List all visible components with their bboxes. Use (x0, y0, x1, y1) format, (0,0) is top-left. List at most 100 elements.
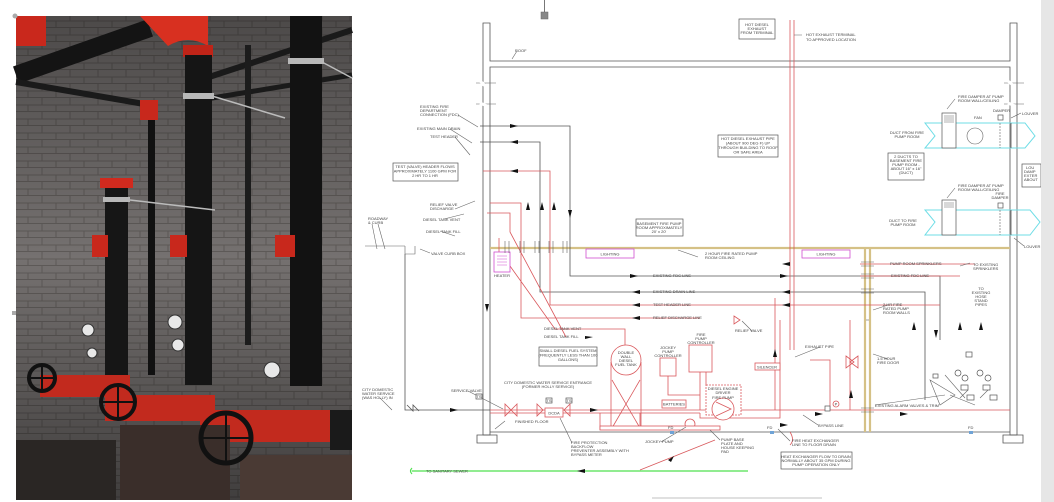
rotate-handle[interactable] (540, 0, 549, 20)
note-ducts: (DUCT) (899, 170, 913, 175)
note-exhaust-pipe: THROUGH BUILDING TO ROOF (718, 145, 778, 150)
note-exhaust-pipe: OR SAFE AREA (733, 150, 763, 155)
label-lighting: LIGHTING (601, 252, 620, 257)
building-structure (365, 22, 1024, 444)
label-fire-damper-small: FIRE (995, 191, 1004, 196)
label-ts: TS (566, 398, 571, 403)
label-backflow: FIRE PROTECTION (571, 440, 608, 445)
label-roof: ROOF (515, 48, 527, 53)
label-test-line: TEST HEADER LINE (653, 302, 691, 307)
label-test-header: TEST HEADER (430, 134, 458, 139)
label-pump-base: PLATE AND (721, 441, 743, 446)
label-hose: EXISTING (972, 290, 991, 295)
label-duct-to: DUCT TO FIRE (889, 218, 917, 223)
note-exhaust-terminal: FROM TERMINAL (740, 30, 774, 35)
note-exhaust-pipe: (ABOUT 900 DEG F) UP (726, 141, 770, 146)
label-fire-damper: FIRE DAMPER AT PUMP (958, 183, 1004, 188)
label-exhaust-terminal: HOT EXHAUST TERMINAL (806, 32, 856, 37)
label-ceiling: 2 HOUR FIRE RATED PUMP (705, 251, 758, 256)
label-dcda: DCDA (548, 411, 560, 416)
resize-handle-left[interactable] (12, 311, 16, 315)
note-fuel: GALLONS) (558, 357, 579, 362)
note-basement: ROOM APPROXIMATELY (636, 225, 683, 230)
label-ts: TS (476, 394, 481, 399)
label-curb-box: VALVE CURB BOX (431, 251, 466, 256)
label-to-sprinklers: SPRINKLERS (973, 266, 999, 271)
label-jockey-controller: CONTROLLER (654, 353, 681, 358)
label-fire-damper: FIRE DAMPER AT PUMP (958, 94, 1004, 99)
label-tank-vent: DIESEL TANK VENT (423, 217, 461, 222)
label-finished-floor: FINISHED FLOOR (515, 419, 549, 424)
note-louver-cut: LOU (1026, 165, 1034, 170)
label-relief-discharge: DISCHARGE (430, 206, 454, 211)
resize-handle-top-left[interactable] (12, 13, 18, 19)
note-hx: PUMP OPERATION ONLY (792, 462, 840, 467)
note-fuel: (FREQUENTLY LESS THAN 100 (539, 353, 599, 358)
note-test-header: TEST (VALVE) HEADER FLOWS (395, 164, 455, 169)
label-pump-sprinklers: PUMP ROOM SPRINKLERS (890, 261, 942, 266)
label-fd: FD (767, 425, 772, 430)
label-louver: LOUVER (1024, 244, 1041, 249)
label-damper: DAMPER (993, 108, 1010, 113)
note-basement: 20' x 20' (652, 229, 667, 234)
label-p: P (835, 402, 838, 407)
label-bypass: BYPASS LINE (818, 423, 844, 428)
label-fan: FAN (974, 115, 982, 120)
note-fuel: SMALL DIESEL FUEL SYSTEM (540, 348, 597, 353)
label-city-entrance: CITY DOMESTIC WATER SERVICE ENTRANCE (504, 380, 592, 385)
label-hose: TO (978, 286, 983, 291)
label-fdc: DEPARTMENT (420, 108, 448, 113)
label-fire-controller: FIRE (696, 332, 705, 337)
vertical-scrollbar[interactable] (1041, 0, 1054, 502)
label-silencer: SILENCER (757, 365, 777, 370)
label-jockey-pump: JOCKEY PUMP (645, 439, 674, 444)
note-exhaust-terminal: HOT DIESEL (745, 22, 769, 27)
note-test-header: 2 HR TO 1 HR (412, 173, 438, 178)
label-pump-base: PUMP BASE (721, 437, 745, 442)
label-fuel-tank: FUEL TANK (615, 362, 637, 367)
label-fuel-tank: WALL (621, 354, 633, 359)
fire-pump-room-diagram: ROOF EXISTING FIRE DEPARTMENT CONNECTION… (362, 18, 1042, 475)
label-fd: FD (668, 425, 673, 430)
label-duct-from: DUCT FROM FIRE (890, 130, 924, 135)
label-relief-discharge: RELIEF VALVE (430, 202, 458, 207)
label-backflow: BACKFLOW (571, 444, 594, 449)
note-basement: BASEMENT FIRE PUMP (637, 221, 682, 226)
label-tank-fill: DIESEL TANK FILL (544, 334, 579, 339)
label-fdc-line-right: EXISTING FDC LINE (891, 273, 929, 278)
note-ducts: PUMP ROOM - (892, 162, 920, 167)
label-roadway: & CURB (368, 220, 383, 225)
label-fire-controller: CONTROLLER (687, 340, 714, 345)
note-hx: HEAT EXCHANGER FLOW TO DRAIN (781, 454, 851, 459)
label-jockey-controller: JOCKEY (660, 345, 676, 350)
label-walls: 2 HR FIRE (883, 302, 903, 307)
label-roadway: ROADWAY (368, 216, 389, 221)
label-heater: HEATER (494, 273, 510, 278)
label-fire-damper: ROOM WALL/CEILING (958, 98, 999, 103)
label-city-service: WATER SERVICE (362, 391, 395, 396)
label-heat-exchanger: FIRE HEAT EXCHANGER (792, 438, 839, 443)
fire-pump-photo[interactable] (13, 16, 353, 500)
label-relief-line: RELIEF DISCHARGE LINE (653, 315, 702, 320)
label-duct-from: PUMP ROOM (894, 134, 919, 139)
label-exhaust-terminal: TO APPROVED LOCATION (806, 37, 856, 42)
note-louver-cut: ABOUT (1024, 177, 1038, 182)
label-relief-valve: RELIEF VALVE (735, 328, 763, 333)
note-hx: NORMALLY ABOUT 35 GPM DURING (782, 458, 851, 463)
label-fdc-line: EXISTING FDC LINE (653, 273, 691, 278)
label-pump-base: HOUSE KEEPING (721, 445, 754, 450)
note-ducts: BASEMENT FIRE (890, 158, 922, 163)
note-ducts: 2 DUCTS TO (894, 154, 918, 159)
label-hose: STAND (974, 298, 987, 303)
label-fuel-tank: DIESEL (619, 358, 634, 363)
note-louver-cut: EXTER (1024, 173, 1037, 178)
label-tank-fill: DIESEL TANK FILL (426, 229, 461, 234)
label-walls: RATED PUMP (883, 306, 909, 311)
diagram-labels: ROOF EXISTING FIRE DEPARTMENT CONNECTION… (362, 22, 1041, 474)
label-main-drain: EXISTING MAIN DRAIN (417, 126, 460, 131)
label-city-entrance: (FORMER HOLLY SERVICE) (522, 384, 575, 389)
label-service-valve: SERVICE VALVE (451, 388, 482, 393)
label-louver: LOUVER (1022, 111, 1039, 116)
label-lighting: LIGHTING (817, 252, 836, 257)
